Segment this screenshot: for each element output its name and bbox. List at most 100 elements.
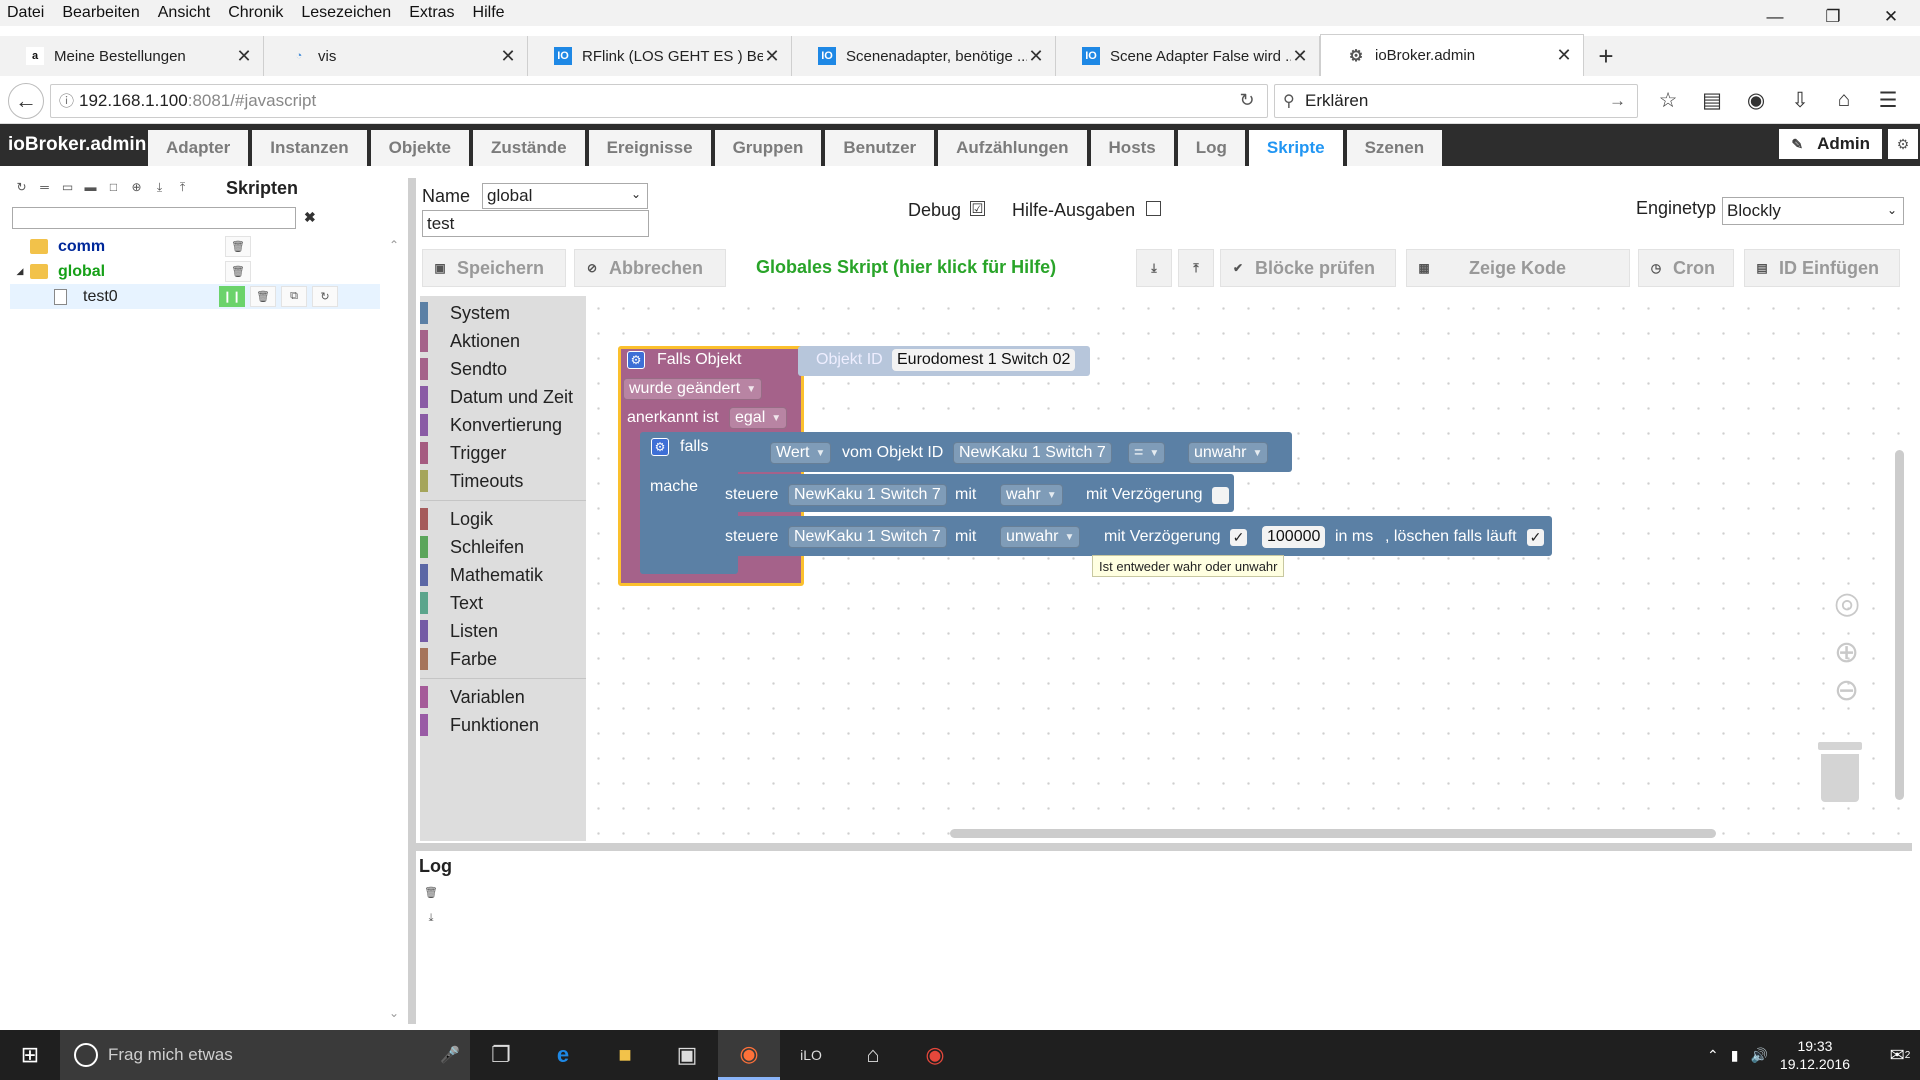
debug-checkbox[interactable]: ☑ <box>970 201 985 216</box>
toolbox-system[interactable]: System <box>420 300 510 326</box>
tab-hosts[interactable]: Hosts <box>1090 130 1174 166</box>
toolbox-variablen[interactable]: Variablen <box>420 684 525 710</box>
tree-folder-global[interactable]: ◢ global 🗑 <box>10 259 380 284</box>
tab-szenen[interactable]: Szenen <box>1346 130 1443 166</box>
tree-script-test0[interactable]: test0 ❙❙ 🗑 ⧉ ↻ <box>10 284 380 309</box>
home-app-icon[interactable]: ⌂ <box>866 1042 880 1067</box>
check-blocks-button[interactable]: ✔Blöcke prüfen <box>1220 249 1396 287</box>
if-condition-row[interactable] <box>734 432 1292 472</box>
cron-button[interactable]: ◷Cron <box>1638 249 1734 287</box>
close-tab-icon[interactable]: ✕ <box>1028 45 1044 66</box>
mutator-gear-icon[interactable]: ⚙ <box>651 438 669 456</box>
tab-instanzen[interactable]: Instanzen <box>252 130 367 166</box>
close-tab-icon[interactable]: ✕ <box>1556 45 1572 65</box>
firefox-icon[interactable]: ◉ <box>718 1030 780 1080</box>
browser-tab-iobroker-admin[interactable]: ⚙ ioBroker.admin ✕ <box>1320 34 1584 76</box>
reload-icon[interactable]: ↻ <box>1239 90 1255 110</box>
microphone-icon[interactable]: 🎤 <box>440 1047 460 1064</box>
menu-datei[interactable]: Datei <box>7 4 45 21</box>
scroll-down-icon[interactable]: ⌄ <box>389 1006 400 1020</box>
windows-start-icon[interactable]: ⊞ <box>20 1042 40 1067</box>
close-tab-icon[interactable]: ✕ <box>500 45 516 66</box>
toolbox-konvertierung[interactable]: Konvertierung <box>420 412 562 438</box>
clear-running-checkbox[interactable]: ✓ <box>1527 529 1544 546</box>
toolbox-text[interactable]: Text <box>420 590 483 616</box>
menu-lesezeichen[interactable]: Lesezeichen <box>301 4 392 21</box>
toolbox-logik[interactable]: Logik <box>420 506 493 532</box>
new-script-icon[interactable]: □ <box>109 180 118 194</box>
tab-skripte[interactable]: Skripte <box>1248 130 1343 166</box>
name-select[interactable]: global ⌄ <box>482 183 648 209</box>
show-code-button[interactable]: ▦Zeige Kode <box>1406 249 1630 287</box>
toolbox-schleifen[interactable]: Schleifen <box>420 534 524 560</box>
horizontal-splitter[interactable] <box>412 843 1912 851</box>
delete-icon[interactable]: 🗑 <box>250 286 276 307</box>
browser-tab-scene-false[interactable]: IO Scene Adapter False wird ... ✕ <box>1056 36 1320 76</box>
toolbox-funktionen[interactable]: Funktionen <box>420 712 539 738</box>
browser-tab-rflink[interactable]: IO RFlink (LOS GEHT ES ) Bes... ✕ <box>528 36 792 76</box>
clear-log-icon[interactable]: 🗑 <box>424 887 438 899</box>
ack-dropdown[interactable]: egal▼ <box>729 407 788 429</box>
browser-tab-scenenadapter[interactable]: IO Scenenadapter, benötige ... ✕ <box>792 36 1056 76</box>
menu-extras[interactable]: Extras <box>409 4 455 21</box>
back-arrow-icon[interactable]: ← <box>8 82 44 119</box>
toolbox-datum-zeit[interactable]: Datum und Zeit <box>420 384 573 410</box>
menu-ansicht[interactable]: Ansicht <box>157 4 211 21</box>
condition-object-field[interactable]: NewKaku 1 Switch 7 <box>953 442 1112 464</box>
task-view-icon[interactable]: ❐ <box>491 1042 511 1067</box>
menu-bearbeiten[interactable]: Bearbeiten <box>62 4 140 21</box>
browser-tab-orders[interactable]: a Meine Bestellungen ✕ <box>0 36 264 76</box>
edge-browser-icon[interactable]: e <box>556 1042 570 1067</box>
scripts-filter-input[interactable] <box>12 207 296 229</box>
delay-checkbox[interactable]: ✓ <box>1230 529 1247 546</box>
export-button[interactable]: ⤒ <box>1178 249 1214 287</box>
zoom-out-icon[interactable]: ⊖ <box>1834 674 1860 707</box>
toolbox-listen[interactable]: Listen <box>420 618 498 644</box>
store-icon[interactable]: ▣ <box>676 1042 698 1067</box>
arrow-right-icon[interactable]: → <box>1609 90 1626 110</box>
import-icon[interactable]: ⤓ <box>156 180 163 194</box>
menu-hilfe[interactable]: Hilfe <box>472 4 505 21</box>
chrome-icon[interactable]: ◉ <box>925 1042 945 1067</box>
value-type-dropdown[interactable]: Wert▼ <box>770 442 832 464</box>
delete-icon[interactable]: 🗑 <box>225 261 251 282</box>
control1-object-field[interactable]: NewKaku 1 Switch 7 <box>788 484 947 506</box>
workspace-vertical-scrollbar[interactable] <box>1895 450 1904 800</box>
new-tab-icon[interactable]: + <box>1598 40 1614 71</box>
close-window-icon[interactable]: ✕ <box>1883 7 1899 26</box>
bookmark-star-icon[interactable]: ☆ <box>1658 89 1678 112</box>
reading-list-icon[interactable]: ▤ <box>1702 89 1722 112</box>
pause-icon[interactable]: ❙❙ <box>219 286 245 307</box>
notification-center-icon[interactable]: ✉2 <box>1889 1044 1911 1065</box>
settings-gear-icon[interactable]: ⚙ <box>1888 129 1918 159</box>
clock[interactable]: 19:33 19.12.2016 <box>1780 1037 1850 1073</box>
download-icon[interactable]: ⇩ <box>1791 89 1809 112</box>
operator-dropdown[interactable]: =▼ <box>1128 442 1166 464</box>
help-output-checkbox[interactable] <box>1146 201 1161 216</box>
close-tab-icon[interactable]: ✕ <box>236 45 252 66</box>
toolbox-timeouts[interactable]: Timeouts <box>420 468 523 494</box>
cortana-search-input[interactable]: Frag mich etwas <box>108 1045 233 1064</box>
url-bar[interactable]: ⓘ 192.168.1.100:8081/#javascript ↻ <box>50 83 1268 118</box>
tab-gruppen[interactable]: Gruppen <box>714 130 822 166</box>
scroll-up-icon[interactable]: ⌃ <box>389 238 400 252</box>
restart-icon[interactable]: ↻ <box>312 286 338 307</box>
delay-ms-input[interactable]: 100000 <box>1262 526 1326 548</box>
control2-object-field[interactable]: NewKaku 1 Switch 7 <box>788 526 947 548</box>
minimize-icon[interactable]: — <box>1766 7 1784 26</box>
scripts-scrollbar[interactable]: ⌃ ⌄ <box>384 178 406 1026</box>
trigger-condition-dropdown[interactable]: wurde geändert▼ <box>623 378 763 400</box>
description-input[interactable]: test <box>422 210 649 237</box>
volume-icon[interactable]: 🔊 <box>1750 1046 1768 1063</box>
pocket-icon[interactable]: ◉ <box>1746 89 1766 112</box>
recenter-icon[interactable]: ◎ <box>1834 587 1861 620</box>
tray-chevron-icon[interactable]: ⌃ <box>1707 1046 1719 1063</box>
clear-filter-icon[interactable]: ✖ <box>304 209 316 225</box>
cancel-button[interactable]: ⊘Abbrechen <box>574 249 726 287</box>
download-log-icon[interactable]: ⤓ <box>428 912 434 924</box>
vertical-splitter[interactable] <box>408 178 416 1024</box>
import-button[interactable]: ⤓ <box>1136 249 1172 287</box>
toolbox-mathematik[interactable]: Mathematik <box>420 562 543 588</box>
folder-open-icon[interactable]: ▬ <box>84 180 97 194</box>
save-button[interactable]: ▣Speichern <box>422 249 566 287</box>
